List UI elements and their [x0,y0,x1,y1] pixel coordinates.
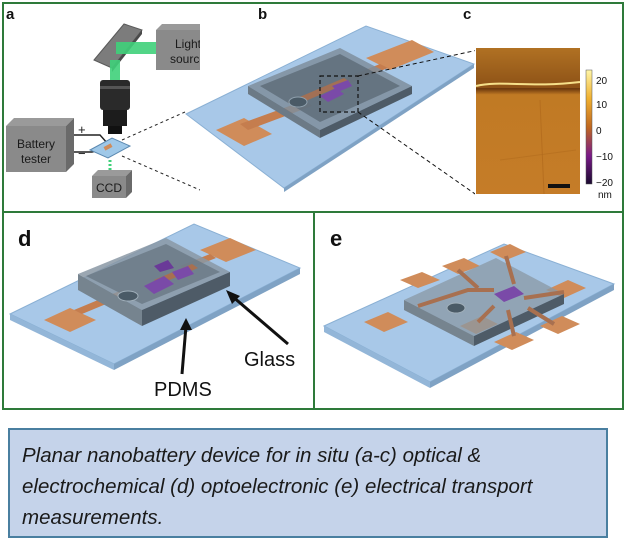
panel-divider-vertical [313,212,315,410]
pdms-arrow [180,318,192,375]
colorbar-tick-20: 20 [596,76,608,87]
pdms-label: PDMS [154,379,212,401]
channel-hole-b [288,96,308,108]
light-beam-horizontal [116,42,158,54]
colorbar-tick-neg20: −20 [596,178,613,189]
pdms-glass-block-e [404,258,564,346]
microscope-objective [100,80,130,134]
battery-tester-box [6,118,74,172]
light-source-box [156,24,200,70]
glass-arrow [226,290,289,346]
afm-edge-feature [475,81,581,87]
active-material-b [320,80,352,102]
ccd-box [92,170,132,198]
battery-tester-label-line2: tester [21,152,51,166]
panel-c-afm: 20 10 0 −10 −20 nm [475,48,613,200]
zoom-line-a-top [121,111,186,141]
zoom-line-a-bottom [121,155,200,191]
colorbar-tick-10: 10 [596,100,608,111]
panel-a-diagram: Light source Battery tester + − CCD [6,23,200,198]
light-beam-vertical [110,60,120,84]
panel-e-diagram [322,243,616,388]
panel-d-label: d [18,226,32,251]
electrode-traces-e [417,255,565,337]
active-material-d [144,260,194,294]
light-source-label-line2: source [170,52,200,66]
pdms-glass-block-d [78,238,230,326]
channel-hole-d [117,290,139,302]
panel-b-diagram [185,25,475,195]
colorbar-tick-0: 0 [596,126,602,137]
battery-tester-label-line1: Battery [17,137,55,151]
glass-label: Glass [244,349,295,371]
panel-b-label: b [258,6,268,23]
wire-positive [74,134,109,145]
panel-e-label: e [330,226,343,251]
caption-box: Planar nanobattery device for in situ (a… [8,428,608,538]
ccd-label: CCD [96,181,122,195]
minus-terminal-label: − [78,146,86,161]
scale-bar [548,184,570,188]
panel-d-diagram: Glass PDMS [8,223,302,401]
light-source-label-line1: Light [175,37,200,51]
plus-terminal-label: + [78,122,86,137]
zoom-box-b [319,75,359,113]
caption-text: Planar nanobattery device for in situ (a… [22,444,533,529]
device-small [88,137,132,159]
zoom-line-b-bottom [357,111,475,195]
colorbar [585,69,593,185]
panel-c-label: c [463,6,472,23]
channel-hole-e [446,302,466,314]
active-material-e [494,286,524,302]
colorbar-tick-neg10: −10 [596,152,613,163]
panel-a-label: a [6,6,15,23]
colorbar-unit: nm [598,190,612,200]
